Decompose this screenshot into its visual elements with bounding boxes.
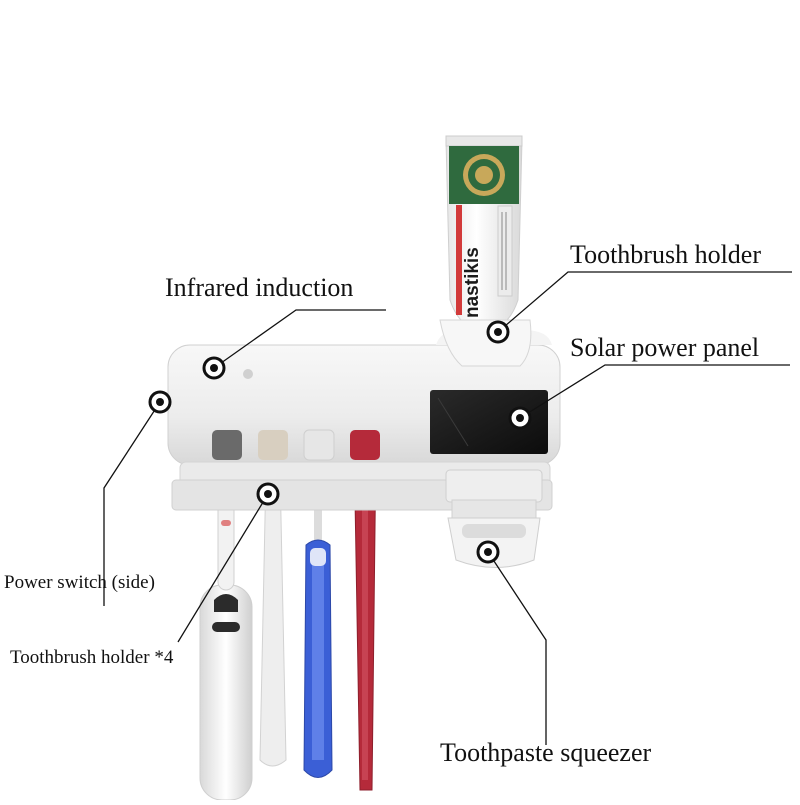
marker-holder [486,320,510,344]
callout-line-squeezer [487,551,547,745]
toothpaste-brand: nastikis [462,247,483,318]
brush-slots [212,429,380,461]
marker-solar [508,406,532,430]
label-toothbrush-holder: Toothbrush holder [570,240,761,269]
label-power-switch: Power switch (side) [4,572,155,593]
callout-markers [148,320,532,564]
callout-line-holder4 [177,493,269,643]
marker-holder4 [256,482,280,506]
label-toothpaste-squeezer: Toothpaste squeezer [440,738,652,767]
label-infrared-induction: Infrared induction [165,273,354,302]
marker-power [148,390,172,414]
callout-line-infrared [213,309,386,369]
label-toothbrush-holder-4: Toothbrush holder *4 [10,647,174,668]
toothpaste-squeezer-unit [445,469,543,568]
marker-squeezer [476,540,500,564]
callout-line-power [103,401,161,606]
marker-infrared [202,356,226,380]
callout-line-solar [519,364,790,419]
label-solar-power-panel: Solar power panel [570,333,760,362]
toothpaste-tube: nastikis [445,135,523,331]
callout-lines [103,271,792,745]
callout-line-holder [497,271,792,333]
